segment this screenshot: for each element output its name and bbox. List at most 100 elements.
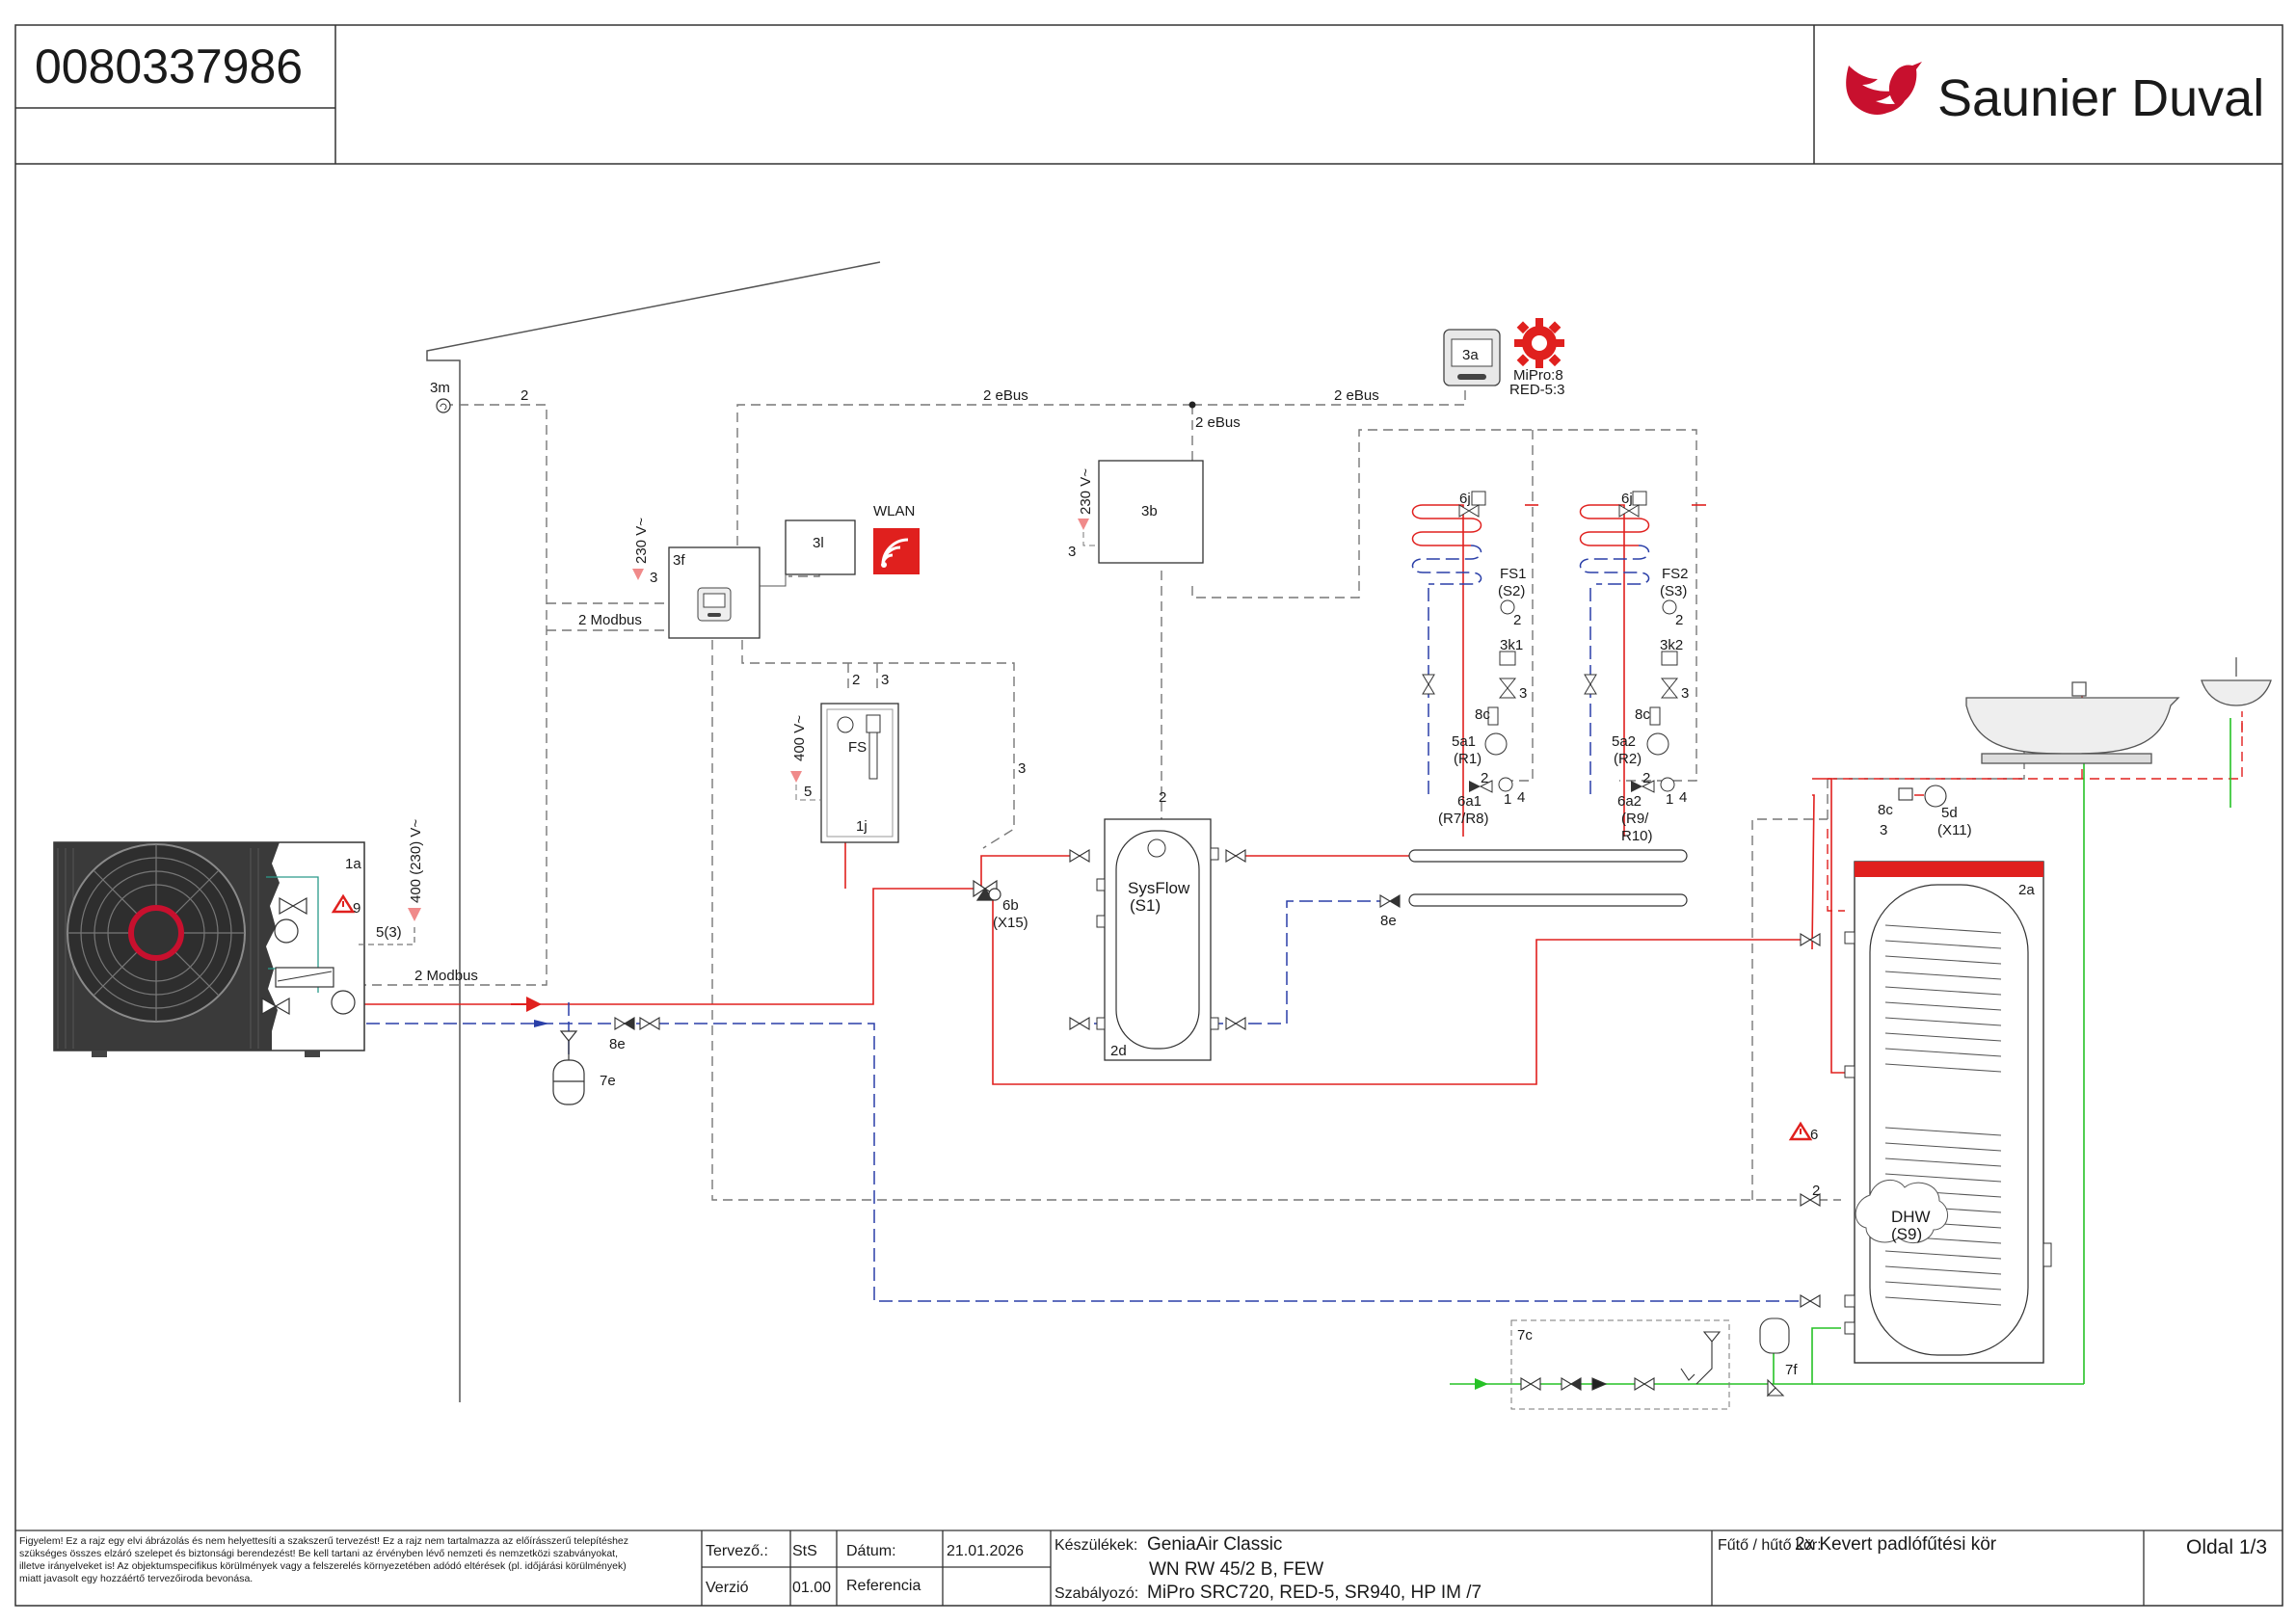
voltage-3f: 230 V~ — [633, 518, 650, 564]
diverter-valve-6b — [973, 879, 1001, 901]
outdoor-sensor-3m — [436, 398, 451, 413]
building-outline — [426, 261, 881, 1402]
cable-count-5d: 3 — [1880, 822, 1887, 838]
controller-value: MiPro SRC720, RED-5, SR940, HP IM /7 — [1147, 1583, 1482, 1603]
circuit-1 — [1422, 491, 1517, 793]
title-block — [15, 1530, 2283, 1606]
c2-port-2: 2 — [1642, 770, 1650, 786]
label-6b: 6b — [1002, 897, 1019, 914]
label-1j: 1j — [856, 818, 868, 835]
module-1j-switch-icon — [866, 714, 881, 733]
bathtub-icon — [1965, 681, 2180, 764]
module-3f-display-icon — [697, 587, 732, 622]
label-7e: 7e — [600, 1073, 616, 1089]
c2-pump-port: (R2) — [1614, 751, 1642, 767]
c2-check: 8c — [1635, 706, 1650, 723]
c1-mixer: 6a1 — [1457, 793, 1482, 810]
date-value: 21.01.2026 — [947, 1543, 1024, 1559]
label-2d: 2d — [1110, 1043, 1127, 1059]
version-label: Verzió — [706, 1580, 749, 1596]
distribution-header — [1408, 849, 1688, 907]
warning-6-icon — [1788, 1121, 1813, 1141]
warning-text-line-4: miatt javasolt egy hozzáértő tervezőirod… — [19, 1573, 253, 1584]
date-label: Dátum: — [846, 1543, 896, 1559]
module-1j-sensor-icon — [837, 716, 854, 733]
c2-actuator: 6j — [1621, 491, 1633, 507]
return-piping — [289, 588, 1812, 1302]
cold-water-fittings — [1520, 1317, 1790, 1397]
modbus-label-bottom: 2 Modbus — [414, 968, 478, 984]
heating-label: Fűtő / hűtő kör: — [1718, 1537, 1822, 1554]
power-feed-hp-icon — [408, 908, 421, 921]
ebus-label-3b: 2 eBus — [1195, 414, 1241, 431]
cable-count-3f: 3 — [650, 570, 657, 586]
c1-port-1: 1 — [1504, 791, 1511, 808]
module-3l-box — [785, 519, 856, 575]
warning-9-icon — [331, 893, 356, 914]
label-3a: 3a — [1462, 347, 1479, 363]
c2-port-4: 4 — [1679, 789, 1687, 806]
feed-1j — [795, 785, 821, 801]
label-3l: 3l — [813, 535, 824, 551]
c1-sensor: FS1 — [1500, 566, 1527, 582]
heating-value: 2x Kevert padlófűtési kör — [1795, 1534, 1997, 1555]
module-3b-box — [1098, 460, 1204, 564]
module-1j-inner — [826, 708, 894, 838]
c2-module: 3k2 — [1660, 637, 1683, 653]
c2-sensor: FS2 — [1662, 566, 1689, 582]
label-3f: 3f — [673, 552, 685, 569]
ebus-junction — [1188, 401, 1196, 409]
c1-pump: 5a1 — [1452, 733, 1476, 750]
document-number: 0080337986 — [35, 40, 303, 93]
warning-6-label: 6 — [1810, 1127, 1818, 1143]
red-label: RED-5:3 — [1509, 382, 1565, 398]
cold-water-piping — [1450, 704, 2231, 1385]
devices-label: Készülékek: — [1055, 1537, 1137, 1554]
cable-count-1j-a: 2 — [852, 672, 860, 688]
dhw-label: DHW — [1891, 1208, 1931, 1226]
c1-module: 3k1 — [1500, 637, 1523, 653]
module-1j-box — [820, 703, 899, 843]
c2-mixer-port-1: (R9/ — [1621, 811, 1649, 827]
c2-port-1: 1 — [1666, 791, 1673, 808]
link-3l-3f — [760, 574, 787, 587]
c2-mixer: 6a2 — [1617, 793, 1642, 810]
cable-count-1j-b: 3 — [881, 672, 889, 688]
gear-icon — [1514, 318, 1564, 368]
cable-count-3b: 3 — [1068, 544, 1076, 560]
label-8e: 8e — [609, 1036, 626, 1052]
cable-count-3m: 2 — [521, 387, 528, 404]
ebus-label-left: 2 eBus — [983, 387, 1028, 404]
module-1j-probe-icon — [868, 732, 878, 780]
label-5d: 5d — [1941, 805, 1958, 821]
cable-5-3: 5(3) — [376, 924, 402, 941]
heat-pump-1a — [53, 841, 365, 1057]
c1-sensor-port: (S2) — [1498, 583, 1525, 599]
label-8e-right: 8e — [1380, 913, 1397, 929]
c2-pump: 5a2 — [1612, 733, 1636, 750]
dhw-sensor: (S9) — [1891, 1225, 1922, 1243]
warning-text-line-1: Figyelem! Ez a rajz egy elvi ábrázolás é… — [19, 1535, 628, 1547]
floor-loop-circuit2 — [1579, 504, 1650, 585]
sysflow-sensor: (S1) — [1130, 896, 1161, 915]
page-label: Oldal 1/3 — [2186, 1536, 2267, 1558]
version-value: 01.00 — [792, 1580, 831, 1596]
return-arrow-icon — [534, 1020, 549, 1027]
power-feed-3b-icon — [1078, 519, 1089, 530]
cable-count-2a: 2 — [1812, 1183, 1820, 1199]
c1-actuator: 6j — [1459, 491, 1471, 507]
label-6b-port: (X15) — [993, 915, 1028, 931]
sysflow-label: SysFlow — [1128, 879, 1190, 897]
label-3b: 3b — [1141, 503, 1158, 519]
c1-cable-3: 3 — [1519, 685, 1527, 702]
warning-9-label: 9 — [353, 900, 360, 917]
cable-count-1j: 5 — [804, 784, 812, 800]
reference-label: Referencia — [846, 1578, 921, 1594]
group-7c-box — [1510, 1319, 1730, 1410]
fs-label: FS — [848, 739, 867, 756]
label-7f: 7f — [1785, 1362, 1798, 1378]
modbus-label-top: 2 Modbus — [578, 612, 642, 628]
brand-name: Saunier Duval — [1937, 69, 2264, 127]
voltage-hp: 400 (230) V~ — [408, 819, 424, 903]
shutoff-valves — [639, 849, 1821, 1308]
